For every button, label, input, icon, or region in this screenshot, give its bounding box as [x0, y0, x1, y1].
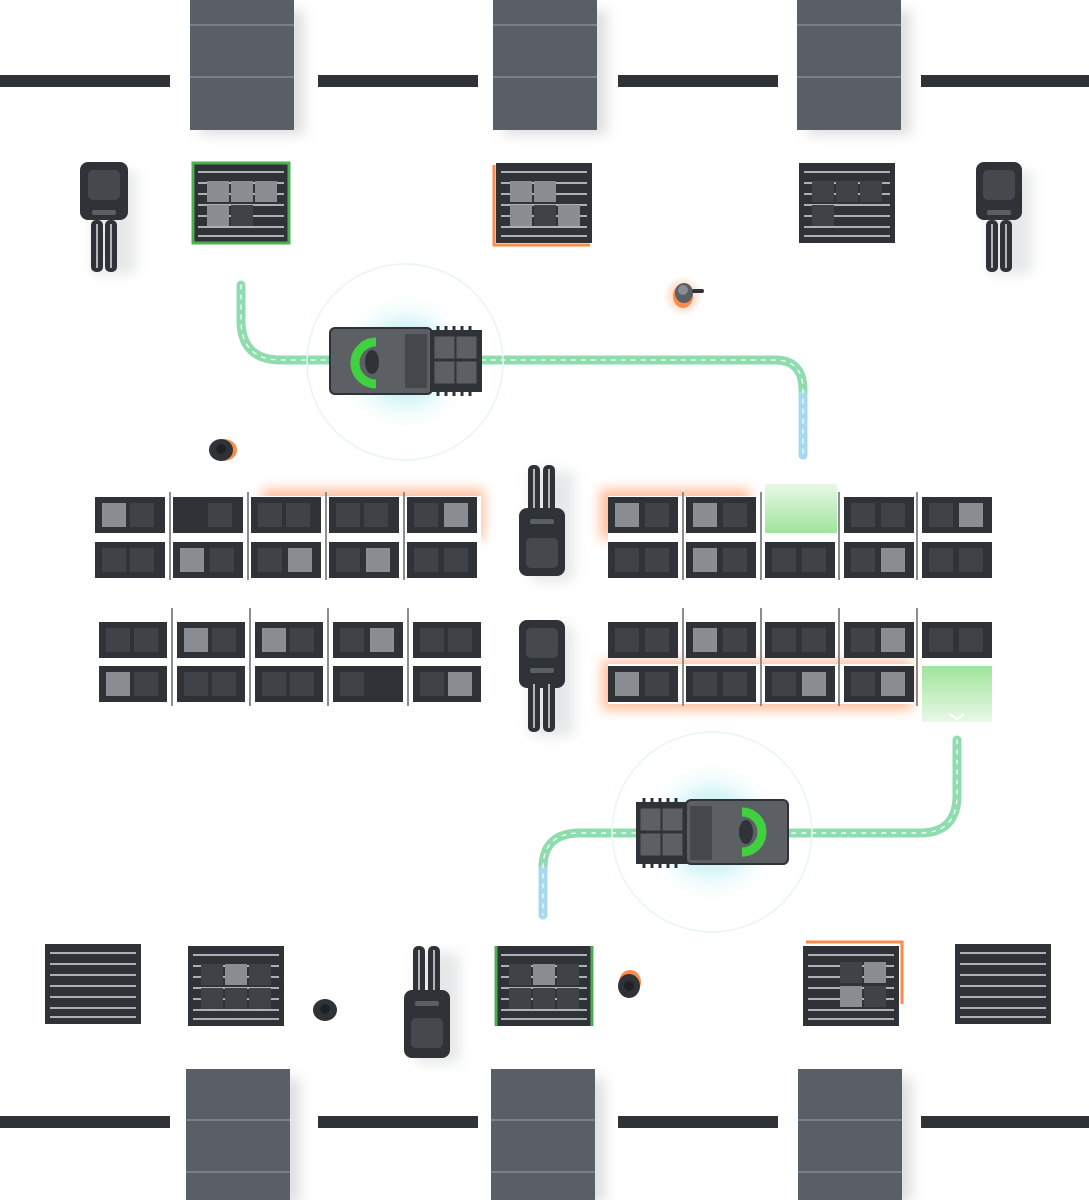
robot-path-top [236, 280, 808, 460]
amr-robot-1 [306, 263, 504, 461]
worker-1 [663, 276, 704, 316]
pallet-top-3 [799, 163, 895, 243]
pallet-bottom-4 [803, 940, 904, 1026]
forklift-top-left [80, 162, 136, 275]
forklift-center-lower [519, 620, 574, 737]
pallet-top-2 [492, 163, 592, 247]
forklift-top-right [976, 162, 1032, 275]
top-wall [0, 75, 1089, 87]
worker-4 [618, 970, 641, 998]
top-dock-doors [190, 0, 911, 135]
bottom-dock-doors [186, 1069, 912, 1200]
worker-2 [209, 439, 237, 461]
rack-block-left-upper [95, 489, 484, 580]
worker-3 [313, 999, 337, 1021]
pallet-bottom-3 [494, 944, 594, 1028]
pallet-bottom-2 [188, 946, 284, 1026]
pallet-bottom-5 [955, 944, 1051, 1024]
forklift-center-upper [519, 465, 574, 582]
pallet-bottom-1 [45, 944, 141, 1024]
bottom-wall [0, 1116, 1089, 1128]
forklift-bottom [404, 946, 460, 1064]
pallet-top-1 [191, 161, 291, 245]
rack-block-right-lower [602, 608, 992, 722]
rack-block-left-lower [99, 608, 481, 706]
rack-block-right-upper [600, 484, 992, 580]
amr-robot-2 [611, 731, 813, 933]
